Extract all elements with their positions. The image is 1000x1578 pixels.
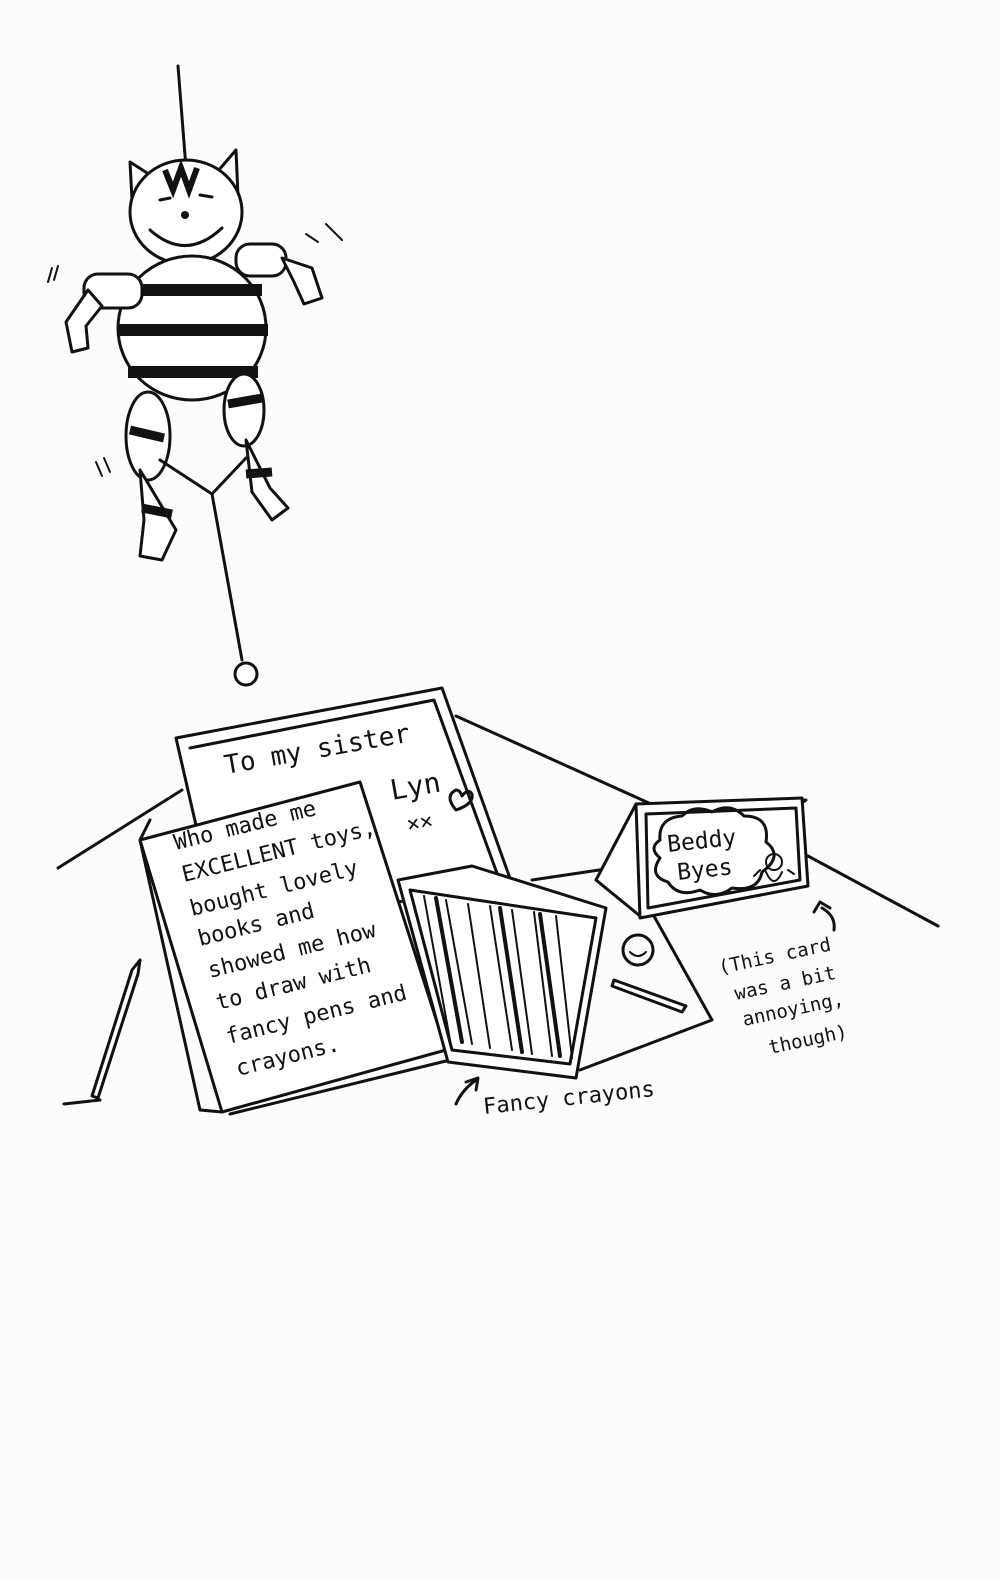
- beddy-byes-card: Beddy Byes: [594, 796, 810, 920]
- arrow-icon: [812, 900, 836, 932]
- smiley-icon: [621, 933, 655, 967]
- crayon-box: [396, 864, 608, 1080]
- cat-jumping-jack-puppet: [47, 64, 343, 687]
- teddy-bear-icon: [753, 853, 795, 882]
- heart-icon: [448, 788, 474, 812]
- pen-icon: [610, 978, 688, 1014]
- arrow-icon: [454, 1076, 480, 1106]
- book: Who made me EXCELLENT toys, bought lovel…: [138, 780, 452, 1116]
- pencil-icon: [90, 958, 142, 1100]
- crayons-label: Fancy crayons: [482, 1077, 656, 1120]
- card-kisses: ××: [405, 809, 435, 838]
- card-note: (This card was a bit annoying, though): [716, 934, 849, 1059]
- paper-sheet: [530, 864, 714, 1072]
- svg-text:though): though): [766, 1021, 849, 1059]
- card-line-2: Byes: [676, 854, 734, 886]
- table-edge: [56, 714, 940, 928]
